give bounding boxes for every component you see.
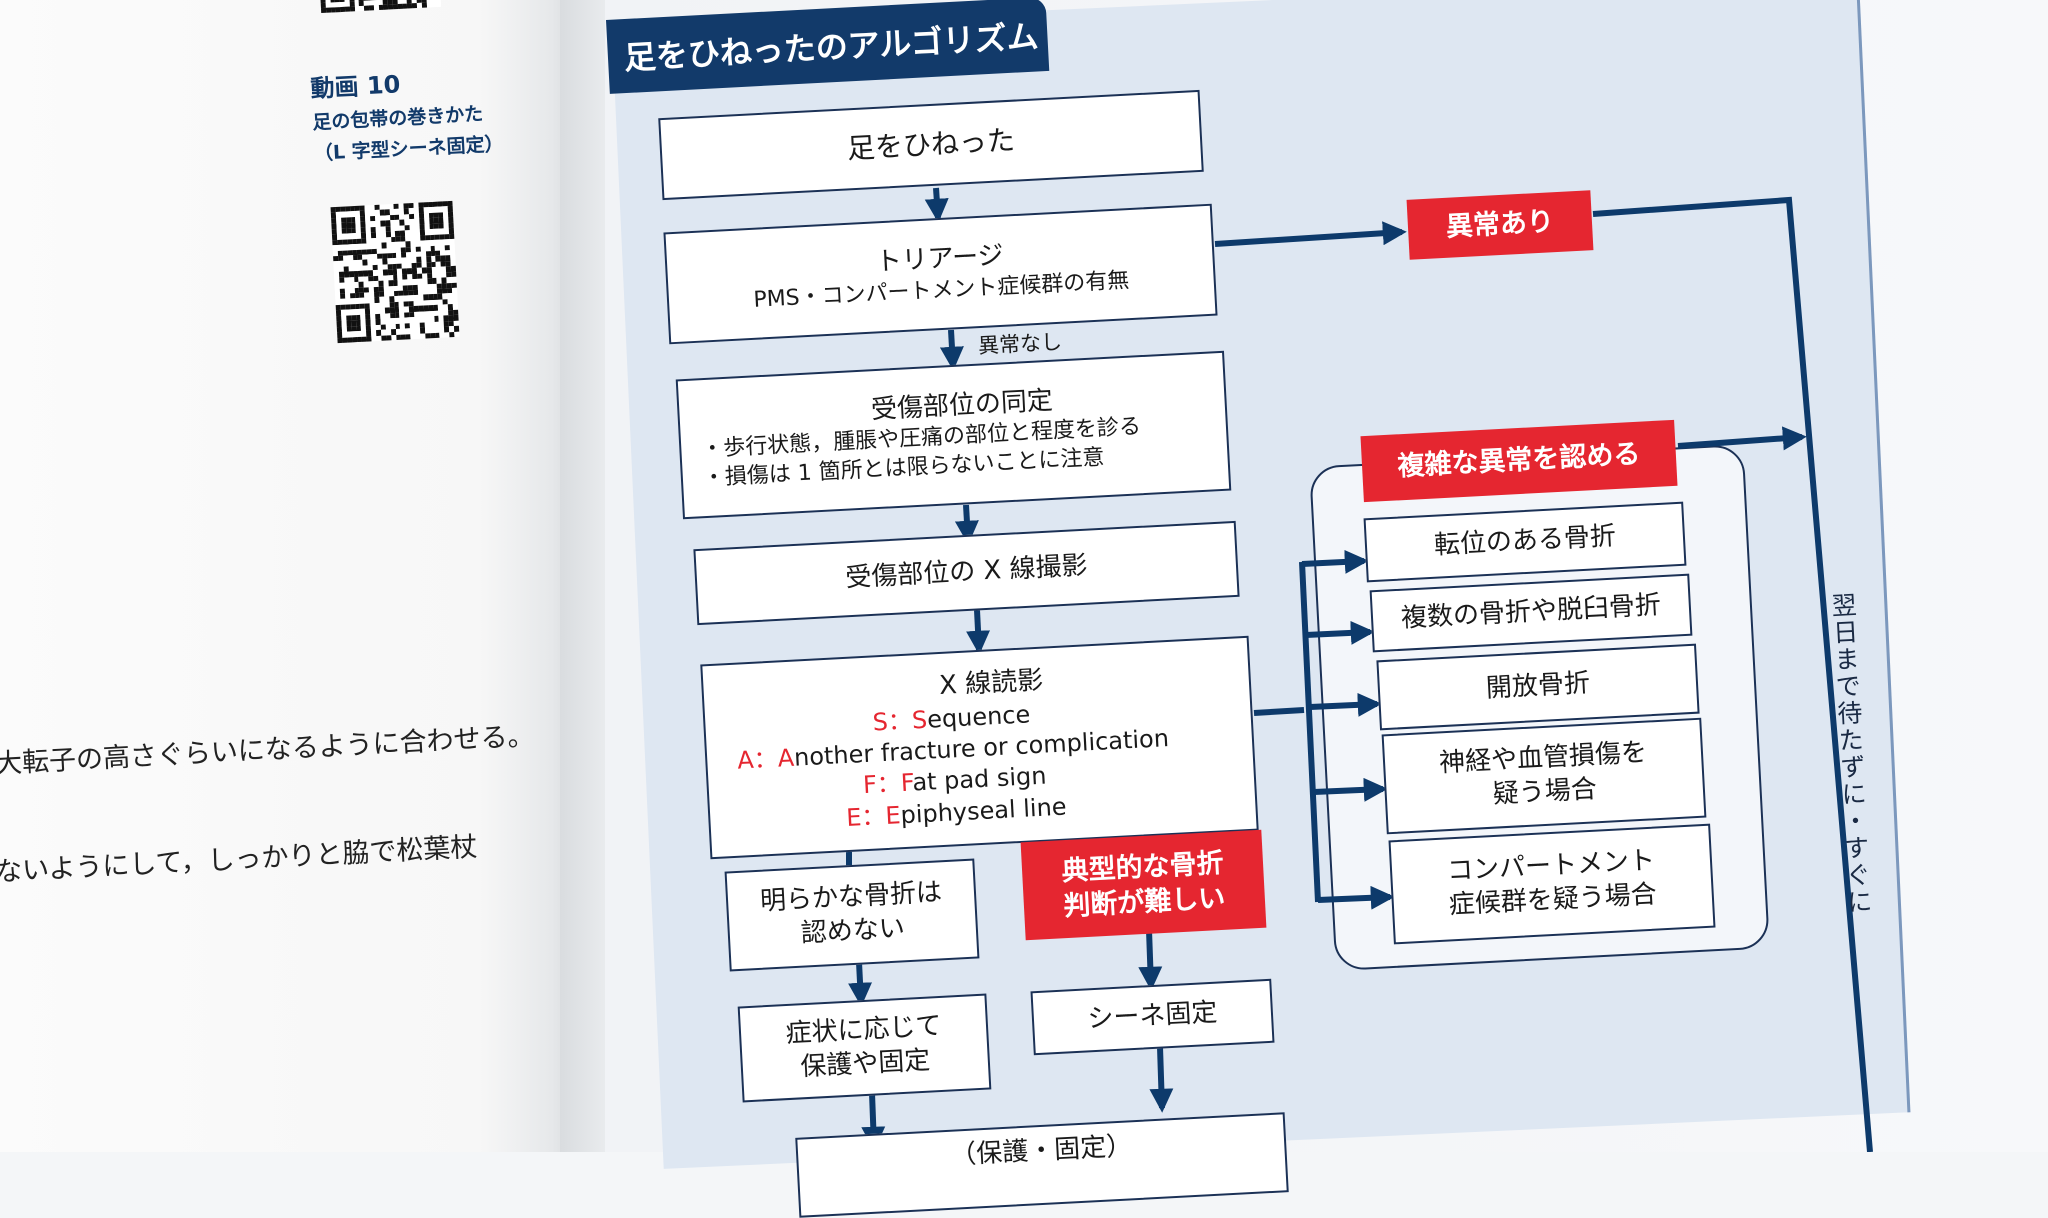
complex-item-line: 神経や血管損傷を — [1438, 737, 1648, 779]
arrow-branch-5 — [1317, 885, 1395, 910]
box-symptom: 症状に応じて 保護や固定 — [737, 993, 992, 1103]
arrow-branch-4 — [1313, 777, 1388, 802]
difficult-line: 判断が難しい — [1062, 882, 1227, 923]
reading-prefix: A： — [736, 744, 779, 775]
reading-prefix: E： — [845, 801, 887, 832]
arrow-branch-1 — [1301, 549, 1369, 574]
left-page — [0, 0, 600, 1152]
line-abnormal-urgent — [1592, 196, 1873, 1152]
symptom-line: 保護や固定 — [799, 1045, 932, 1083]
complex-item-line: 疑う場合 — [1492, 774, 1598, 810]
reading-letter: A — [777, 743, 795, 773]
label-difficult: 典型的な骨折 判断が難しい — [1020, 829, 1267, 941]
arrow-branch-2 — [1305, 620, 1375, 645]
flow-arrows — [846, 187, 1873, 1152]
reading-rest: at pad sign — [911, 761, 1048, 797]
reading-letter: S — [911, 705, 928, 735]
arrow-branch-3 — [1309, 692, 1382, 717]
reading-letter: E — [884, 800, 902, 830]
label-no-abnormal: 異常なし — [977, 329, 1063, 359]
arrow-splint-bottom — [1149, 1046, 1174, 1113]
arrow-triage-abnormal — [1214, 221, 1407, 247]
no-fracture-line: 明らかな骨折は — [759, 877, 943, 917]
arrow-nofracture-symptom — [848, 961, 873, 1007]
line-reading-branch — [1253, 707, 1305, 716]
arrow-xray-reading — [966, 609, 991, 655]
label-abnormal: 異常あり — [1406, 190, 1594, 260]
no-fracture-line: 認めない — [800, 913, 906, 949]
reading-prefix: S： — [872, 706, 913, 737]
arrow-triage-identify — [939, 329, 964, 371]
arrow-complex-urgent — [1677, 426, 1807, 451]
reading-rest: equence — [926, 700, 1031, 734]
arrow-difficult-splint — [1138, 929, 1163, 991]
complex-item: コンパートメント 症候群を疑う場合 — [1388, 823, 1716, 945]
line-branch-vertical — [1299, 561, 1321, 903]
arrow-start-triage — [924, 187, 949, 223]
reading-title: X 線読影 — [938, 665, 1044, 702]
reading-prefix: F： — [862, 769, 902, 800]
complex-item: 神経や血管損傷を 疑う場合 — [1381, 717, 1707, 835]
box-no-fracture: 明らかな骨折は 認めない — [724, 858, 980, 972]
box-splint: シーネ固定 — [1030, 978, 1275, 1056]
box-identify: 受傷部位の同定 ・歩行状態，腫脹や圧痛の部位と程度を診る ・損傷は 1 箇所とは… — [675, 350, 1232, 520]
